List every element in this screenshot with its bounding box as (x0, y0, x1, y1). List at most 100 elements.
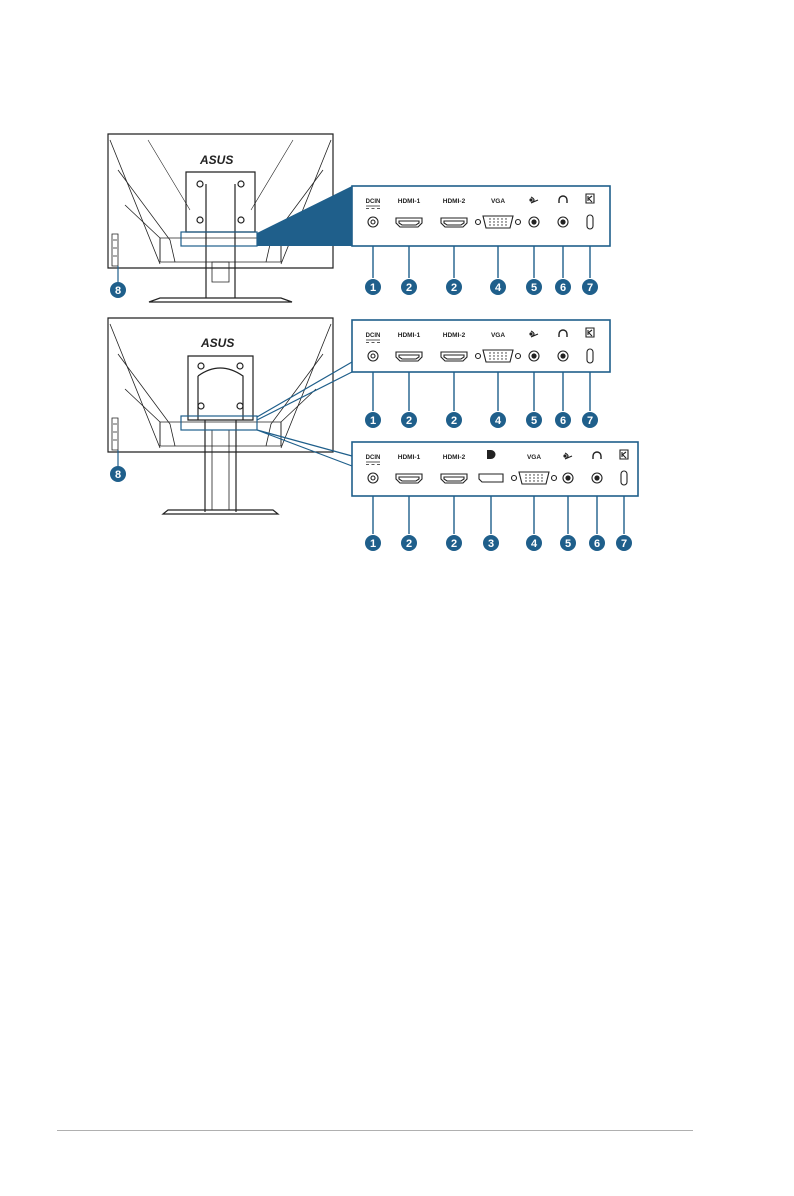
number-label: 6 (560, 282, 566, 294)
headphone-icon (557, 216, 569, 228)
audio-in-icon (562, 472, 574, 484)
port-label: HDMI-2 (443, 332, 466, 339)
port-6: 6 (555, 195, 571, 295)
dc-in-icon (367, 350, 379, 362)
number-badge (555, 412, 571, 428)
number-badge (365, 279, 381, 295)
port-2: HDMI-12 (395, 454, 423, 551)
number-label: 6 (594, 538, 600, 550)
number-badge (365, 412, 381, 428)
port-4: VGA 4 (474, 198, 522, 295)
number-badge (582, 412, 598, 428)
kensington-lock-icon (619, 449, 629, 460)
zoom-leader (256, 361, 353, 421)
number-label: 5 (531, 282, 537, 294)
port-3: HDMI-22 (440, 332, 468, 428)
number-badge (401, 535, 417, 551)
port-label: VGA (527, 454, 541, 461)
number-badge (446, 412, 462, 428)
number-label: 4 (495, 415, 502, 427)
number-label: 5 (531, 415, 537, 427)
port-3: HDMI-22 (440, 454, 468, 551)
headphone-icon (558, 195, 568, 203)
port-3: HDMI-2 2 (440, 198, 468, 295)
number-badge (616, 535, 632, 551)
audio-in-icon (563, 452, 573, 460)
headphone-icon (592, 451, 602, 459)
number-label: 7 (587, 282, 593, 294)
dc-in-icon (367, 216, 379, 228)
port-label: DCIN (366, 333, 381, 339)
number-badge (446, 535, 462, 551)
number-label: 3 (488, 538, 494, 550)
number-label: 2 (451, 282, 457, 294)
zoom-leader (256, 429, 353, 467)
hdmi-port-icon (395, 351, 423, 362)
port-4: VGA 4 (474, 332, 522, 428)
displayport-icon (478, 473, 504, 483)
number-label: 2 (406, 415, 412, 427)
number-badge (446, 279, 462, 295)
number-label: 7 (621, 538, 627, 550)
kensington-lock-icon (586, 348, 594, 364)
hdmi-port-icon (395, 217, 423, 228)
port-panel: DCIN 1 HDMI-12 HDMI-22 3 VGA 4 5 6 7 (351, 441, 639, 551)
vga-port-icon (510, 471, 558, 485)
port-label: HDMI-2 (443, 198, 466, 205)
kensington-lock-icon (585, 193, 595, 204)
port-5: 5 (526, 196, 542, 295)
hdmi-port-icon (440, 217, 468, 228)
number-badge (483, 535, 499, 551)
number-badge (526, 279, 542, 295)
dc-symbol-icon (366, 461, 380, 465)
number-label: 2 (451, 538, 457, 550)
number-badge (401, 412, 417, 428)
audio-in-icon (528, 350, 540, 362)
number-badge (555, 279, 571, 295)
number-badge (582, 279, 598, 295)
number-label: 8 (115, 285, 121, 297)
kensington-lock-icon (586, 214, 594, 230)
number-badge (560, 535, 576, 551)
port-label: DCIN (366, 199, 381, 205)
port-2: HDMI-12 (395, 332, 423, 428)
vga-port-icon (474, 215, 522, 229)
headphone-icon (557, 350, 569, 362)
port-7: 6 (589, 451, 605, 551)
kensington-lock-icon (585, 327, 595, 338)
port-8: 7 (616, 449, 632, 551)
hdmi-port-icon (440, 351, 468, 362)
hdmi-port-icon (395, 473, 423, 484)
port-label: VGA (491, 198, 505, 205)
side-button-callout: 8 (110, 282, 126, 298)
port-7: 7 (582, 327, 598, 428)
zoom-wedge (257, 186, 352, 246)
audio-in-icon (529, 330, 539, 338)
headphone-icon (591, 472, 603, 484)
number-label: 4 (531, 538, 538, 550)
number-label: 5 (565, 538, 571, 550)
number-label: 2 (406, 538, 412, 550)
hdmi-port-icon (440, 473, 468, 484)
number-badge (110, 282, 126, 298)
port-4: 3 (478, 450, 504, 551)
port-label: DCIN (366, 455, 381, 461)
port-7: 7 (582, 193, 598, 295)
number-badge (526, 412, 542, 428)
audio-in-icon (529, 196, 539, 204)
number-label: 4 (495, 282, 502, 294)
vga-port-icon (474, 349, 522, 363)
port-label: HDMI-1 (398, 198, 421, 205)
port-5: 5 (526, 330, 542, 428)
port-6: 5 (560, 452, 576, 551)
number-label: 8 (115, 469, 121, 481)
side-button-callout: 8 (110, 466, 126, 482)
number-label: 1 (370, 538, 376, 550)
port-label: VGA (491, 332, 505, 339)
footer-rule (57, 1130, 693, 1131)
port-5: VGA 4 (510, 454, 558, 551)
